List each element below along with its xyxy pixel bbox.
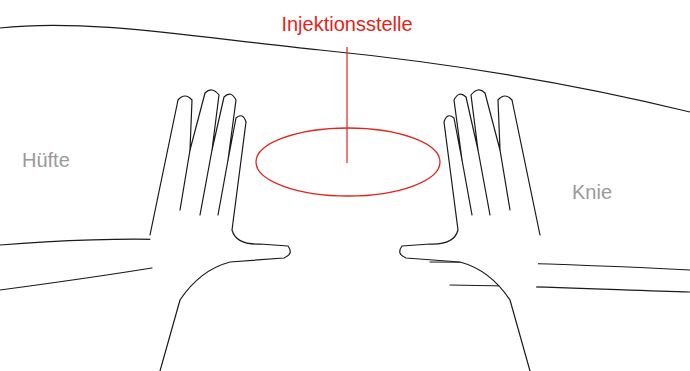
site-label: Injektionsstelle <box>281 12 412 36</box>
thigh-outline-bottom-right-2 <box>450 285 690 292</box>
region-label: Hüfte <box>22 148 70 172</box>
injection-site-ellipse <box>256 128 440 196</box>
region-label: Knie <box>572 180 612 204</box>
left-hand <box>150 90 290 371</box>
leader-line <box>346 47 347 163</box>
right-hand <box>400 90 540 371</box>
thigh-outline-top <box>0 25 690 112</box>
thigh-outline-bottom-left <box>0 239 172 245</box>
